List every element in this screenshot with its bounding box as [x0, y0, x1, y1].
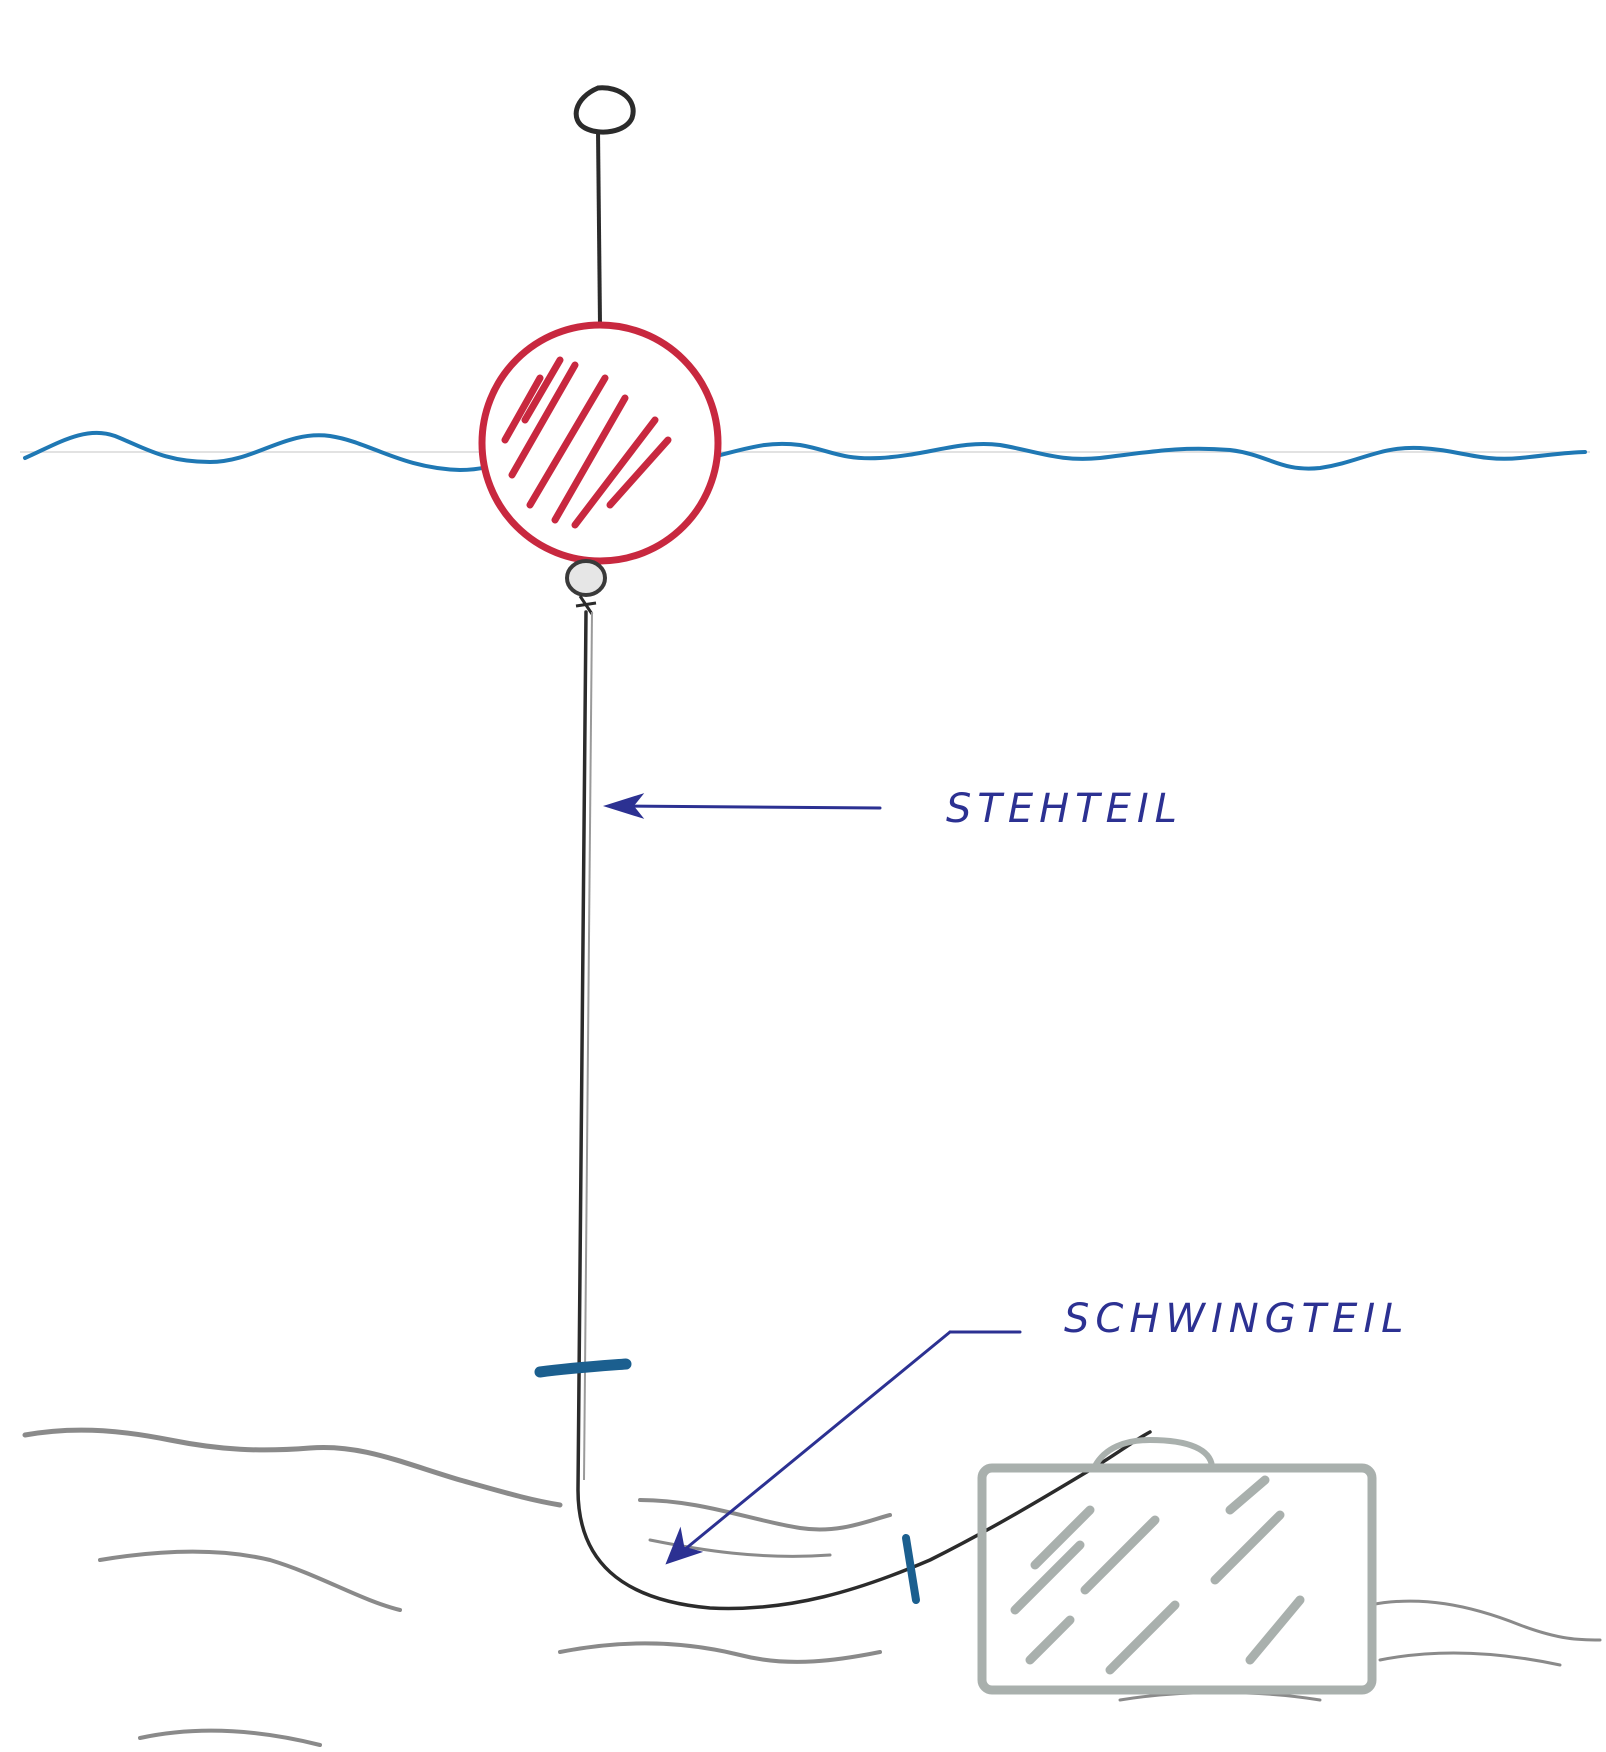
shackle-icon — [565, 559, 607, 615]
mooring-line-shadow — [583, 611, 593, 1481]
seabed — [22, 1427, 1602, 1747]
lower-marker-tag — [902, 1534, 920, 1604]
stehteil-label: STEHTEIL — [946, 786, 1183, 832]
anchor-block-icon — [977, 1436, 1377, 1695]
water-surface — [23, 430, 1587, 473]
upper-marker-tag — [534, 1358, 632, 1378]
mooring-line — [576, 610, 1152, 1611]
marker-pole — [596, 129, 602, 326]
anchor-hatching — [1010, 1475, 1305, 1675]
buoy-icon — [478, 321, 722, 565]
marker-ring-icon — [573, 85, 636, 135]
schwingteil-label: SCHWINGTEIL — [1064, 1296, 1409, 1342]
stehteil-arrow — [602, 793, 882, 819]
buoy-hatching — [501, 356, 672, 529]
schwingteil-arrow — [665, 1330, 1022, 1565]
